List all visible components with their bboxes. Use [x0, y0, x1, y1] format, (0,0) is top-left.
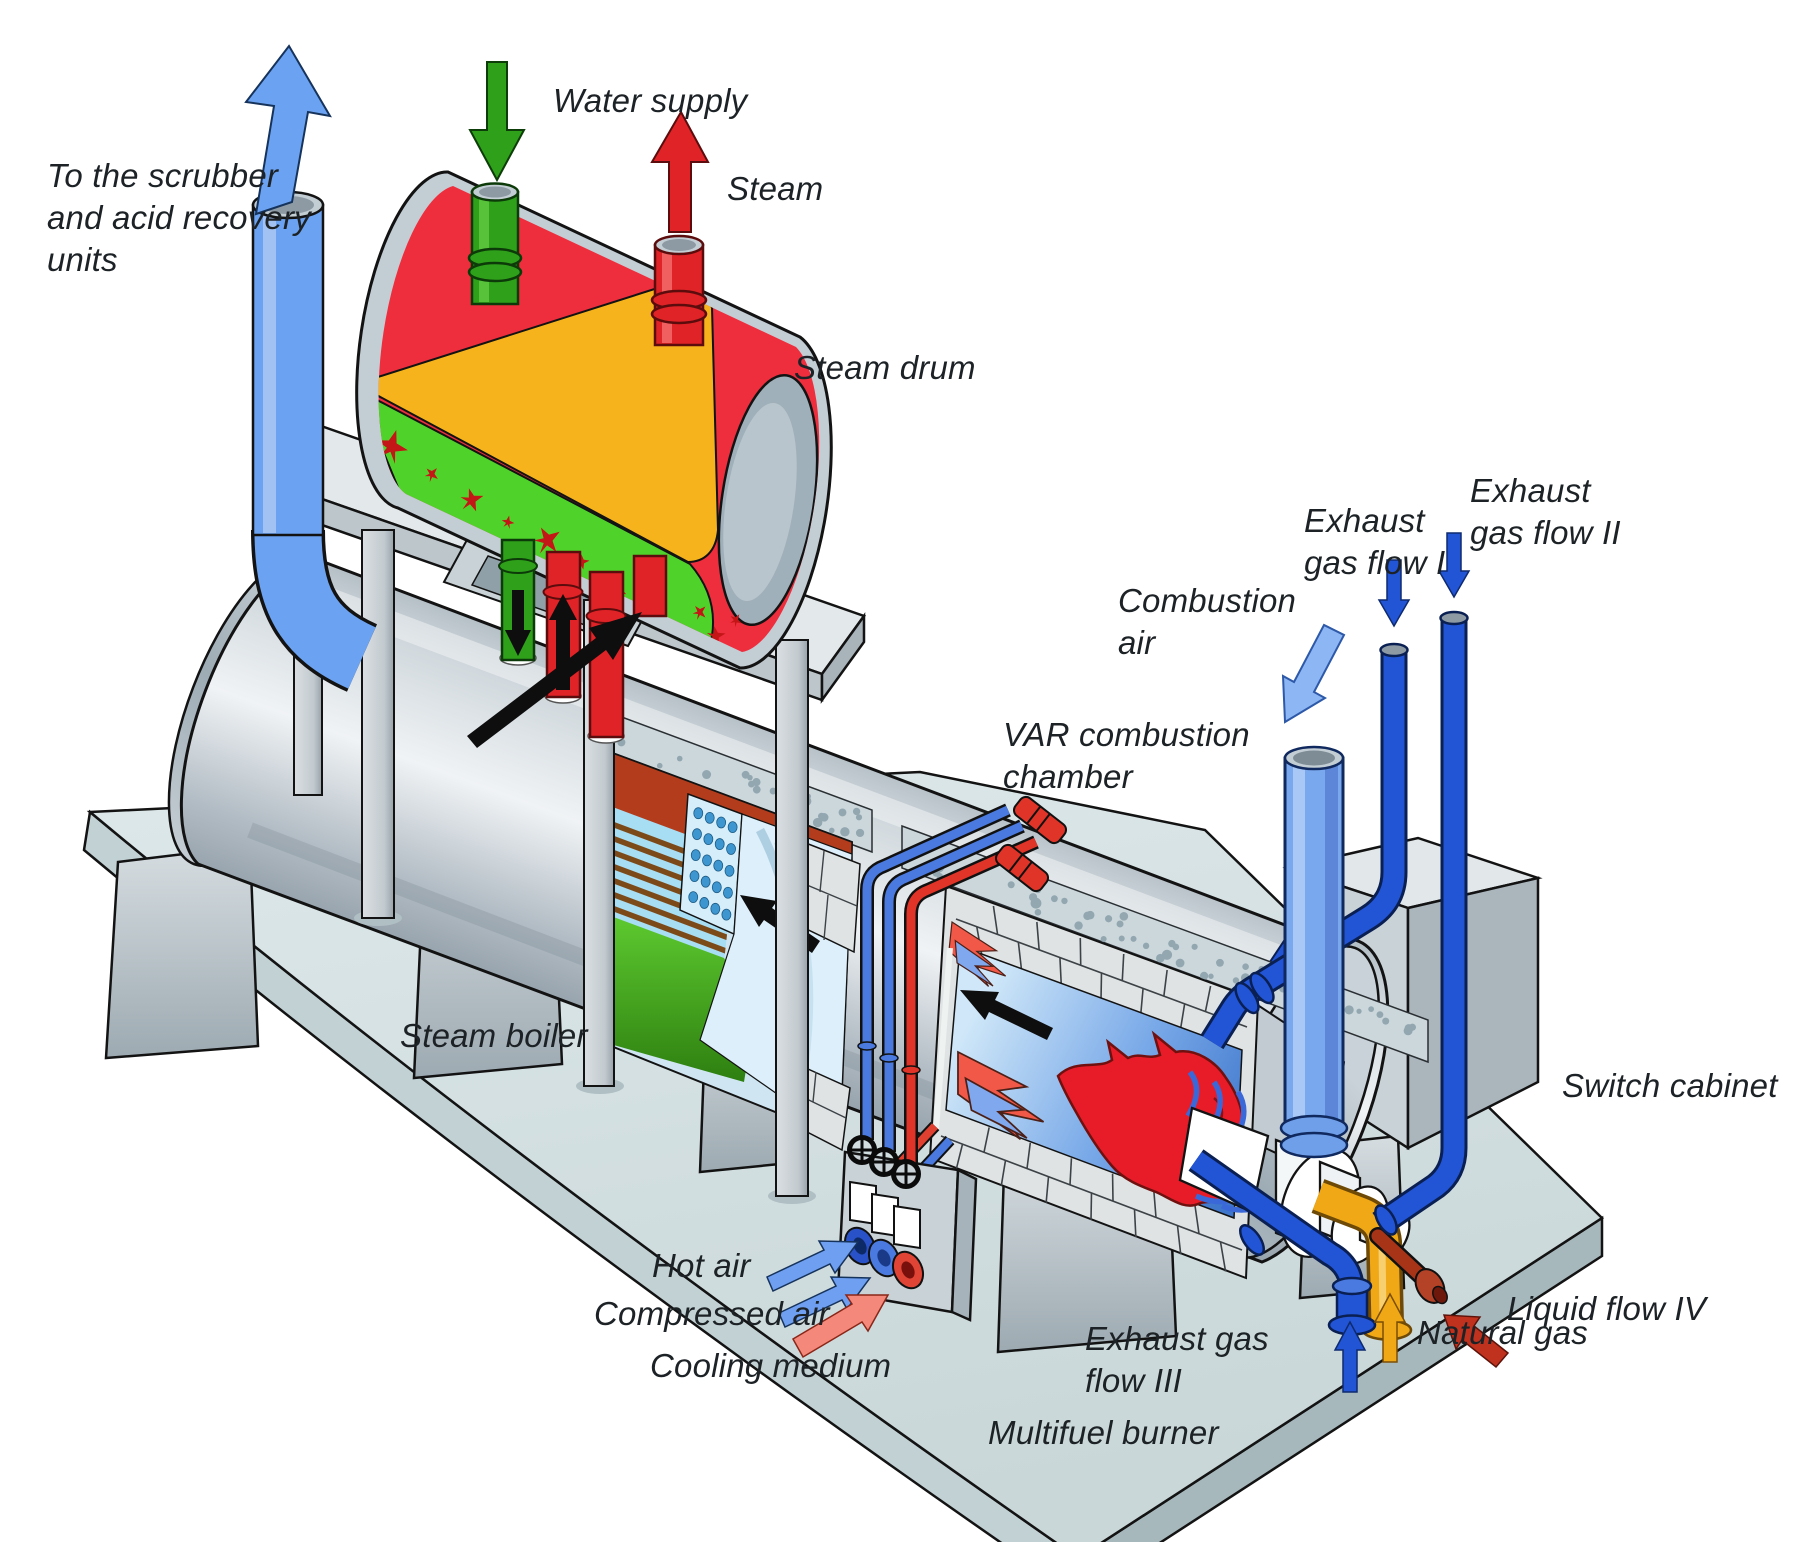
label-combustion-air: Combustion air: [1118, 582, 1297, 661]
label-steam: Steam: [727, 170, 824, 207]
label-hot-air: Hot air: [652, 1247, 751, 1284]
exhaust-2-arrow-icon: [1437, 532, 1471, 599]
scrubber-arrow-icon: [244, 44, 332, 216]
steam-arrow-icon: [650, 109, 710, 233]
gas-flow-arrow-chamber: [960, 990, 1053, 1040]
steam-outlet-pipe: [650, 234, 708, 347]
label-steam-boiler: Steam boiler: [400, 1017, 588, 1054]
label-cooling-medium: Cooling medium: [650, 1347, 892, 1384]
label-natural-gas: Natural gas: [1417, 1314, 1588, 1351]
hx-tube-sheet: [679, 792, 743, 936]
var-nozzles: [994, 795, 1068, 893]
label-exhaust-flow-1: Exhaust gas flow I: [1304, 502, 1446, 581]
liquid-flow-arrow-icon: [1442, 1314, 1510, 1369]
gas-flow-arrow-boiler: [467, 612, 642, 748]
label-scrubber: To the scrubber and acid recovery units: [47, 157, 311, 278]
valve-station: [836, 795, 1068, 1322]
var-lance-pipes: [857, 803, 1039, 1164]
exhaust-gas-pipe-2: [1372, 610, 1469, 1236]
hot-air-arrow-icon: [766, 1240, 860, 1293]
label-var-chamber: VAR combustion chamber: [1003, 716, 1250, 795]
combustion-air-arrow-icon: [1281, 623, 1346, 724]
water-supply-pipe: [467, 182, 523, 306]
label-multifuel-burner: Multifuel burner: [988, 1414, 1219, 1451]
exhaust-1-arrow-icon: [1377, 559, 1411, 628]
label-exhaust-flow-3: Exhaust gas flow III: [1085, 1320, 1269, 1399]
hand-valves: [843, 1135, 925, 1290]
scrubber-pipe: [251, 190, 378, 692]
exhaust-3-arrow-icon: [1333, 1320, 1367, 1393]
combustion-air-pipe: [1279, 745, 1349, 1159]
label-compressed-air: Compressed air: [594, 1295, 830, 1332]
label-switch-cabinet: Switch cabinet: [1562, 1067, 1778, 1104]
liquid-fuel-lance: [1369, 1227, 1448, 1305]
natural-gas-arrow-icon: [1373, 1292, 1407, 1363]
cooling-medium-arrow-icon: [791, 1294, 890, 1359]
label-liquid-flow-4: Liquid flow IV: [1507, 1290, 1707, 1327]
compressed-air-arrow-icon: [778, 1276, 872, 1329]
label-steam-drum: Steam drum: [794, 349, 976, 386]
label-exhaust-flow-2: Exhaust gas flow II: [1470, 472, 1621, 551]
label-water-supply: Water supply: [553, 82, 748, 119]
water-supply-arrow-icon: [468, 61, 526, 183]
water-down-arrow: [505, 590, 531, 656]
var-lance-sprays: [948, 920, 1045, 1141]
exhaust-gas-pipe-3: [1188, 1149, 1377, 1336]
combustion-chamber-cutaway: [928, 884, 1262, 1280]
